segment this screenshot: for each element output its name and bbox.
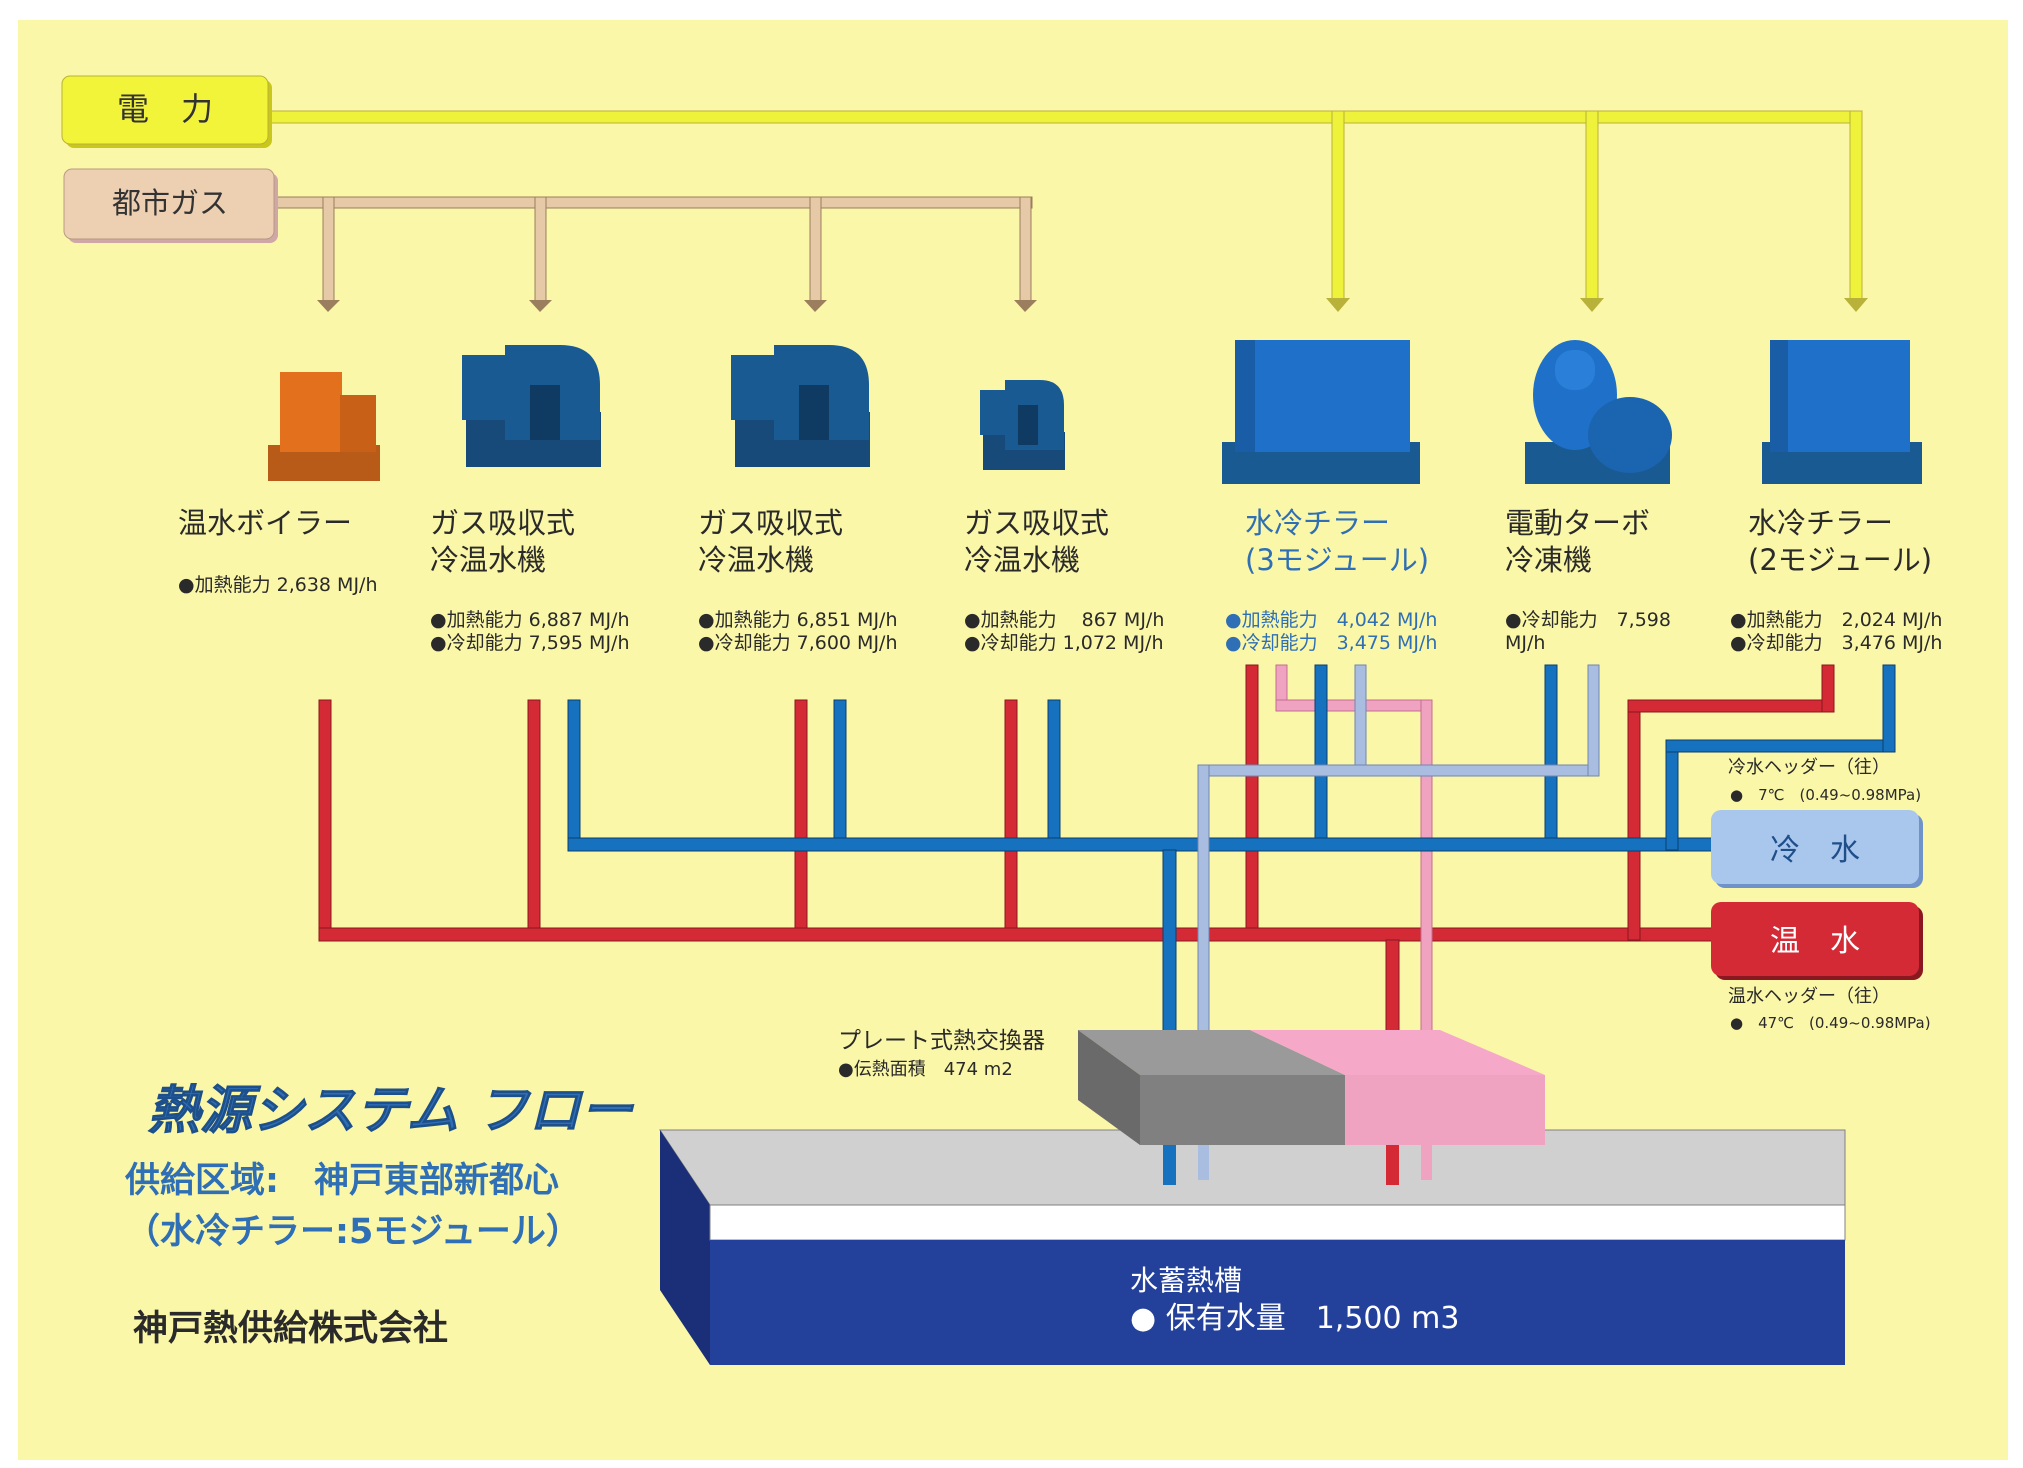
tank-name: 水蓄熱槽 bbox=[1130, 1264, 1242, 1297]
electric-supply-lines bbox=[269, 110, 1868, 312]
gas-absorption-chiller-2-shape bbox=[731, 345, 870, 467]
cold-water-header: 冷水ヘッダー（往） ● 7℃ (0.49~0.98MPa) 冷 水 bbox=[1711, 757, 1923, 888]
cold-water-label: 冷 水 bbox=[1770, 833, 1860, 868]
cold-header-caption: 冷水ヘッダー（往） bbox=[1728, 757, 1890, 778]
equipment-spec: ●冷却能力 3,475 MJ/h bbox=[1225, 632, 1437, 654]
equipment-water-chiller-3: 水冷チラー (3モジュール) ●加熱能力 4,042 MJ/h ●冷却能力 3,… bbox=[1225, 506, 1437, 654]
equipment-centrifugal: 電動ターボ 冷凍機 ●冷却能力 7,598 MJ/h bbox=[1505, 506, 1671, 654]
equipment-water-chiller-2: 水冷チラー (2モジュール) ●加熱能力 2,024 MJ/h ●冷却能力 3,… bbox=[1730, 506, 1942, 654]
equipment-name: ガス吸収式 bbox=[430, 506, 575, 540]
electric-source-box: 電 力 bbox=[61, 75, 272, 148]
equipment-gas-absorption-3: ガス吸収式 冷温水機 ●加熱能力 867 MJ/h ●冷却能力 1,072 MJ… bbox=[964, 506, 1164, 654]
equipment-spec: ●冷却能力 7,600 MJ/h bbox=[698, 632, 898, 654]
electric-label: 電 力 bbox=[117, 90, 213, 128]
exchanger-name: プレート式熱交換器 bbox=[838, 1028, 1045, 1054]
equipment-name-line2: 冷凍機 bbox=[1505, 543, 1592, 577]
gas-source-box: 都市ガス bbox=[63, 168, 278, 243]
diagram-title: 熱源システム フロー bbox=[148, 1081, 635, 1141]
equipment-spec: ●加熱能力 4,042 MJ/h bbox=[1225, 609, 1437, 631]
equipment-name: 温水ボイラー bbox=[178, 506, 352, 540]
hot-water-header: 温 水 温水ヘッダー（往） ● 47℃ (0.49~0.98MPa) bbox=[1711, 902, 1931, 1032]
water-storage-tank: 水蓄熱槽 ● 保有水量 1,500 m3 bbox=[659, 1129, 1846, 1365]
equipment-spec: ●冷却能力 7,595 MJ/h bbox=[430, 632, 630, 654]
company-name: 神戸熱供給株式会社 bbox=[133, 1309, 448, 1349]
equipment-name: ガス吸収式 bbox=[964, 506, 1109, 540]
cold-water-return-pipe bbox=[1197, 664, 1600, 1181]
equipment-name-line2: 冷温水機 bbox=[964, 543, 1080, 577]
equipment-name-line2: 冷温水機 bbox=[698, 543, 814, 577]
equipment-boiler: 温水ボイラー ●加熱能力 2,638 MJ/h bbox=[178, 506, 378, 596]
equipment-spec: ●加熱能力 867 MJ/h bbox=[964, 609, 1164, 631]
gas-absorption-chiller-3-shape bbox=[980, 380, 1065, 470]
equipment-name-line2: (2モジュール) bbox=[1748, 543, 1932, 577]
equipment-name: ガス吸収式 bbox=[698, 506, 843, 540]
tank-spec: ● 保有水量 1,500 m3 bbox=[1130, 1301, 1459, 1336]
equipment-spec: ●加熱能力 2,024 MJ/h bbox=[1730, 609, 1942, 631]
equipment-spec: ●冷却能力 7,598 bbox=[1505, 609, 1671, 631]
hot-header-caption: 温水ヘッダー（往） bbox=[1728, 986, 1890, 1007]
hot-water-boiler-shape bbox=[268, 372, 380, 481]
equipment-labels: 温水ボイラー ●加熱能力 2,638 MJ/h ガス吸収式 冷温水機 ●加熱能力… bbox=[178, 506, 1942, 654]
cold-header-spec: ● 7℃ (0.49~0.98MPa) bbox=[1730, 786, 1921, 804]
hot-water-pipes bbox=[318, 664, 1835, 1181]
equipment-name: 水冷チラー bbox=[1245, 506, 1390, 540]
hot-water-label: 温 水 bbox=[1770, 924, 1860, 959]
water-cooled-chiller-2-shape bbox=[1762, 340, 1922, 484]
centrifugal-chiller-shape bbox=[1525, 340, 1672, 484]
water-cooled-chiller-3-shape bbox=[1222, 340, 1420, 484]
equipment-spec: ●冷却能力 3,476 MJ/h bbox=[1730, 632, 1942, 654]
equipment-gas-absorption-2: ガス吸収式 冷温水機 ●加熱能力 6,851 MJ/h ●冷却能力 7,600 … bbox=[698, 506, 898, 654]
equipment-name: 水冷チラー bbox=[1748, 506, 1893, 540]
equipment-name-line2: 冷温水機 bbox=[430, 543, 546, 577]
exchanger-tank-connectors bbox=[1163, 1145, 1432, 1185]
equipment-spec: MJ/h bbox=[1505, 632, 1545, 654]
module-note: （水冷チラー:5モジュール） bbox=[125, 1212, 581, 1252]
equipment-spec: ●加熱能力 6,887 MJ/h bbox=[430, 609, 630, 631]
equipment-spec: ●加熱能力 2,638 MJ/h bbox=[178, 574, 378, 596]
equipment-name-line2: (3モジュール) bbox=[1245, 543, 1429, 577]
hot-header-spec: ● 47℃ (0.49~0.98MPa) bbox=[1730, 1014, 1931, 1032]
gas-absorption-chiller-1-shape bbox=[462, 345, 601, 467]
exchanger-spec: ●伝熱面積 474 m2 bbox=[838, 1059, 1013, 1080]
gas-supply-lines bbox=[275, 196, 1037, 312]
equipment-spec: ●加熱能力 6,851 MJ/h bbox=[698, 609, 898, 631]
title-block: 熱源システム フロー 供給区域: 神戸東部新都心 （水冷チラー:5モジュール） … bbox=[125, 1081, 635, 1350]
equipment-spec: ●冷却能力 1,072 MJ/h bbox=[964, 632, 1164, 654]
gas-label: 都市ガス bbox=[112, 186, 228, 220]
equipment-gas-absorption-1: ガス吸収式 冷温水機 ●加熱能力 6,887 MJ/h ●冷却能力 7,595 … bbox=[430, 506, 630, 654]
equipment-name: 電動ターボ bbox=[1505, 506, 1650, 540]
supply-area: 供給区域: 神戸東部新都心 bbox=[125, 1161, 559, 1201]
plate-heat-exchanger: プレート式熱交換器 ●伝熱面積 474 m2 bbox=[838, 1028, 1545, 1145]
